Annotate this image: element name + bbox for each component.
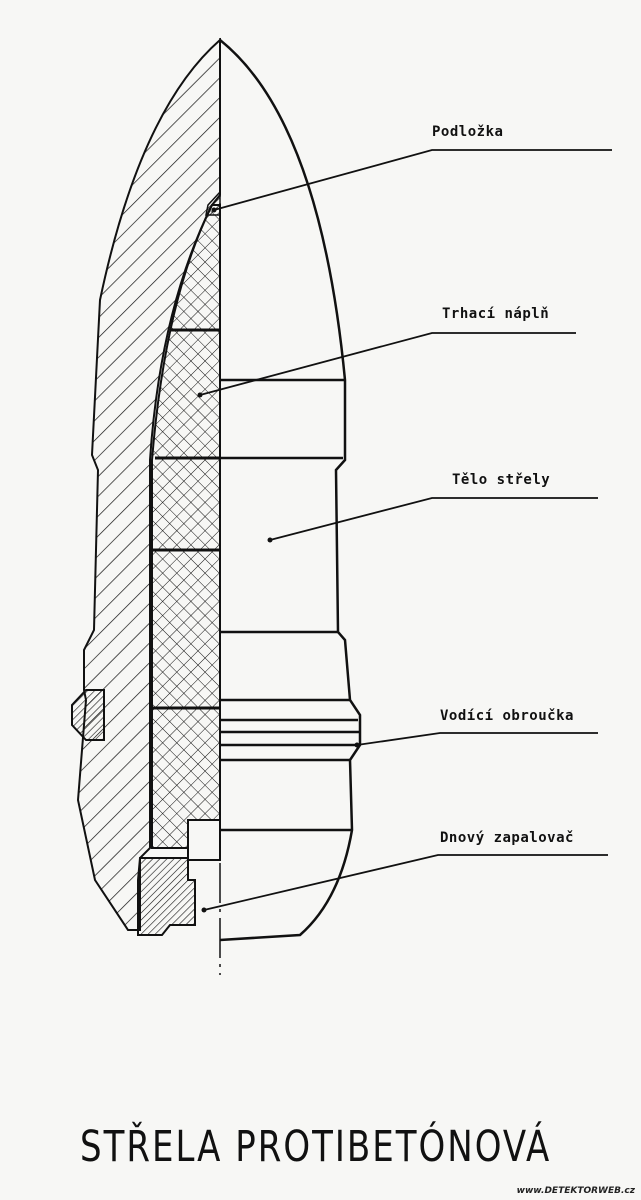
diagram-title: STŘELA PROTIBETÓNOVÁ — [80, 1122, 552, 1172]
shell-wall-section — [76, 37, 221, 931]
leader-vodici-obroucka — [356, 732, 598, 746]
label-podlozka: Podložka — [432, 124, 504, 140]
leader-trhaci-napln — [199, 332, 576, 396]
driving-band-section — [71, 689, 105, 741]
label-vodici-obroucka: Vodící obroučka — [440, 708, 574, 724]
filling-block-separators — [152, 328, 220, 710]
leader-podlozka — [213, 149, 612, 211]
leader-telo-strely — [269, 497, 598, 541]
label-telo-strely: Tělo střely — [452, 472, 551, 488]
leader-lines — [199, 149, 612, 911]
shell-outer-profile — [219, 39, 362, 942]
base-fuze-section — [137, 857, 196, 936]
explosive-filling-section — [151, 204, 221, 849]
fuze-cavity — [187, 819, 221, 861]
label-trhaci-napln: Trhací náplň — [442, 306, 550, 322]
label-dnovy-zapalovac: Dnový zapalovač — [440, 830, 574, 846]
leader-dots — [197, 207, 360, 913]
leader-dnovy-zapalovac — [203, 854, 608, 911]
outer-profile-bands — [220, 378, 360, 832]
watermark: www.DETEKTORWEB.cz — [516, 1186, 635, 1196]
